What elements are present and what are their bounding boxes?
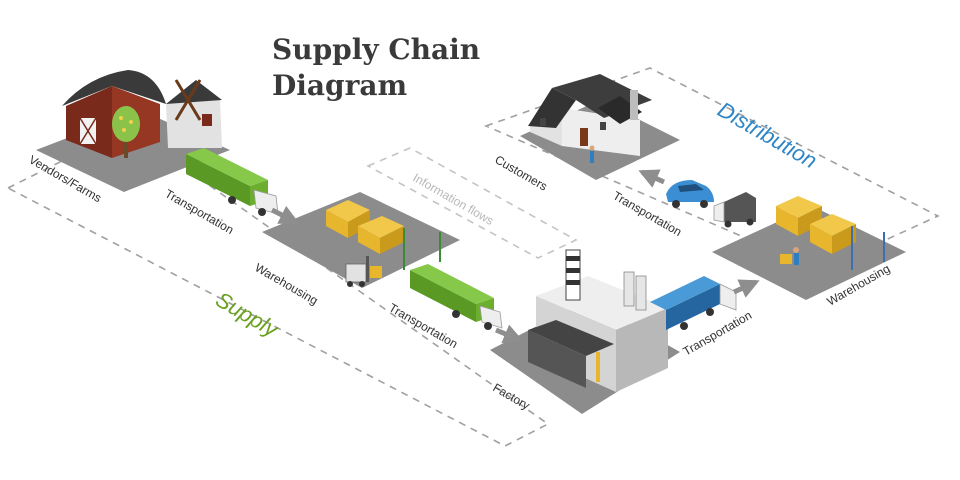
- factory-icon: [528, 249, 668, 392]
- flow-arrow-1: [270, 205, 300, 225]
- blue-truck-icon: [650, 276, 737, 330]
- diagram-title: Supply Chain Diagram: [272, 32, 480, 104]
- information-flows-outline: [366, 147, 578, 259]
- barn-icon: [62, 70, 222, 158]
- title-line-2: Diagram: [272, 69, 408, 102]
- transportation-label-1: Transportation: [163, 186, 237, 237]
- flow-arrow-2: [495, 324, 524, 344]
- factory-label: Factory: [491, 380, 533, 412]
- distribution-region-outline: [483, 67, 940, 271]
- customers-label: Customers: [493, 152, 550, 193]
- pallet-stack-2-icon: [776, 196, 885, 270]
- grey-truck-icon: [713, 192, 756, 228]
- blue-car-icon: [666, 180, 714, 208]
- green-truck-1-icon: [186, 148, 279, 216]
- distribution-region-label: Distribution: [714, 97, 822, 174]
- flow-arrow-3: [732, 279, 760, 298]
- warehousing-2-tile: [712, 206, 906, 300]
- flow-arrow-4: [638, 169, 666, 188]
- supply-region-label: Supply: [212, 287, 284, 343]
- title-line-1: Supply Chain: [272, 33, 481, 66]
- warehousing-label-1: Warehousing: [253, 260, 321, 307]
- house-icon: [528, 74, 652, 163]
- forklift-icon: [345, 256, 382, 287]
- pallet-stack-1-icon: [326, 200, 441, 270]
- green-truck-2-icon: [410, 264, 503, 330]
- information-flows-label: Information flows: [411, 170, 497, 227]
